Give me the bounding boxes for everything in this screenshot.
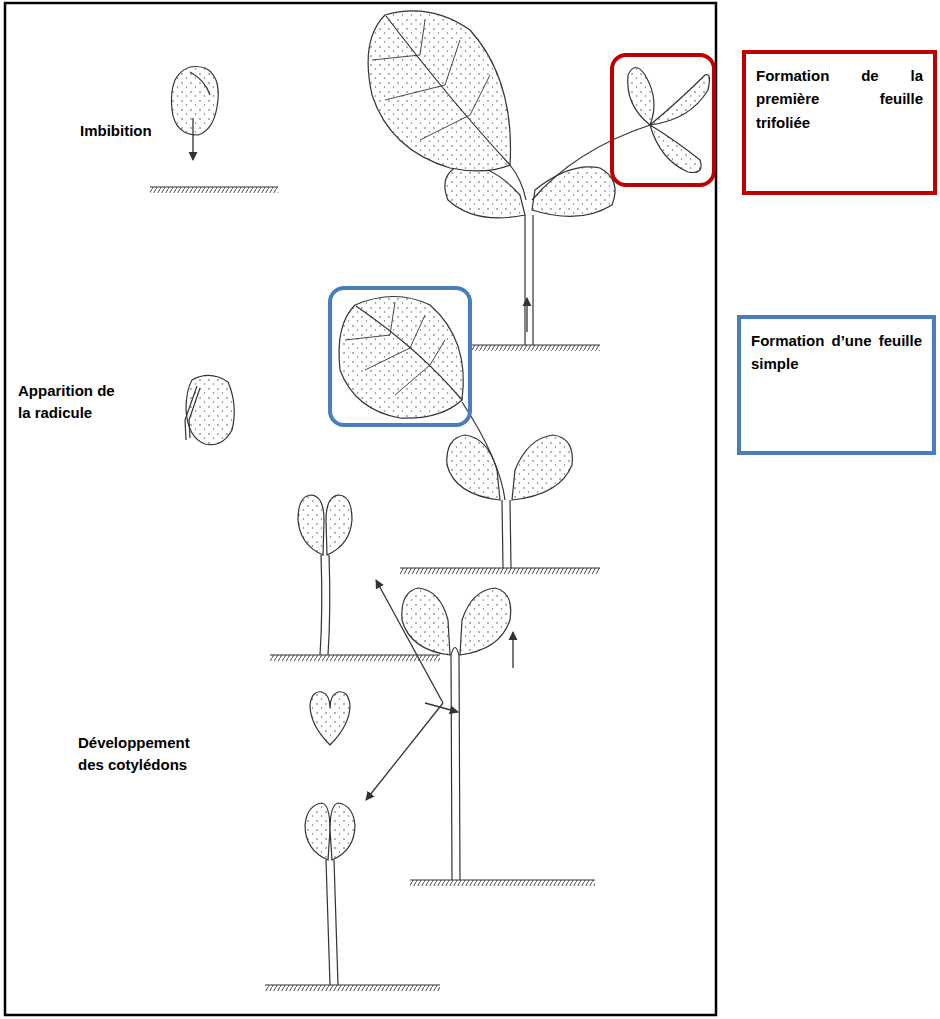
caption-text: Formation de la première feuille trifoli… bbox=[756, 64, 923, 134]
caption-box: Formation d’une feuille simple bbox=[737, 315, 936, 455]
caption-box: Formation de la première feuille trifoli… bbox=[742, 50, 937, 195]
plant-drawings bbox=[171, 11, 709, 985]
frame bbox=[5, 3, 716, 1015]
stage-label: Imbibition bbox=[80, 120, 190, 142]
caption-text: Formation d’une feuille simple bbox=[751, 329, 922, 376]
stage-label: Apparition de la radicule bbox=[18, 380, 130, 424]
stage-arrows bbox=[193, 118, 527, 800]
stage-label: Développement des cotylédons bbox=[78, 732, 206, 776]
trifoliate-highlight bbox=[612, 55, 714, 185]
ground-lines bbox=[150, 187, 600, 991]
simple-leaf-highlight bbox=[330, 288, 470, 425]
